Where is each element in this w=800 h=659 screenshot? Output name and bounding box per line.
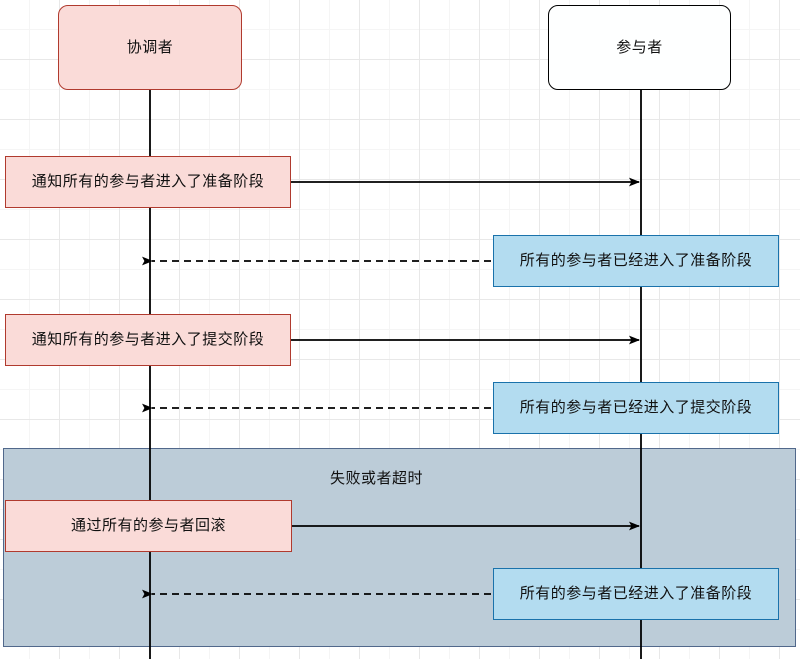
message-label: 所有的参与者已经进入了准备阶段	[519, 252, 753, 269]
actor-box-participant[interactable]: 参与者	[548, 5, 731, 90]
message-box-rollback-ack[interactable]: 所有的参与者已经进入了准备阶段	[493, 568, 779, 620]
actor-label-participant: 参与者	[616, 38, 663, 56]
message-label: 通知所有的参与者进入了准备阶段	[31, 173, 265, 190]
message-box-prepare-request[interactable]: 通知所有的参与者进入了准备阶段	[5, 156, 291, 208]
actor-label-coordinator: 协调者	[126, 38, 174, 56]
message-box-prepare-ack[interactable]: 所有的参与者已经进入了准备阶段	[493, 235, 779, 287]
message-label: 所有的参与者已经进入了准备阶段	[519, 585, 753, 602]
message-box-commit-request[interactable]: 通知所有的参与者进入了提交阶段	[5, 314, 291, 366]
message-box-commit-ack[interactable]: 所有的参与者已经进入了提交阶段	[493, 382, 779, 434]
fragment-label: 失败或者超时	[330, 470, 424, 487]
message-box-rollback-request[interactable]: 通过所有的参与者回滚	[5, 500, 292, 552]
actor-box-coordinator[interactable]: 协调者	[58, 5, 242, 90]
message-label: 通知所有的参与者进入了提交阶段	[31, 331, 265, 348]
message-label: 通过所有的参与者回滚	[70, 517, 226, 534]
message-label: 所有的参与者已经进入了提交阶段	[519, 399, 753, 416]
